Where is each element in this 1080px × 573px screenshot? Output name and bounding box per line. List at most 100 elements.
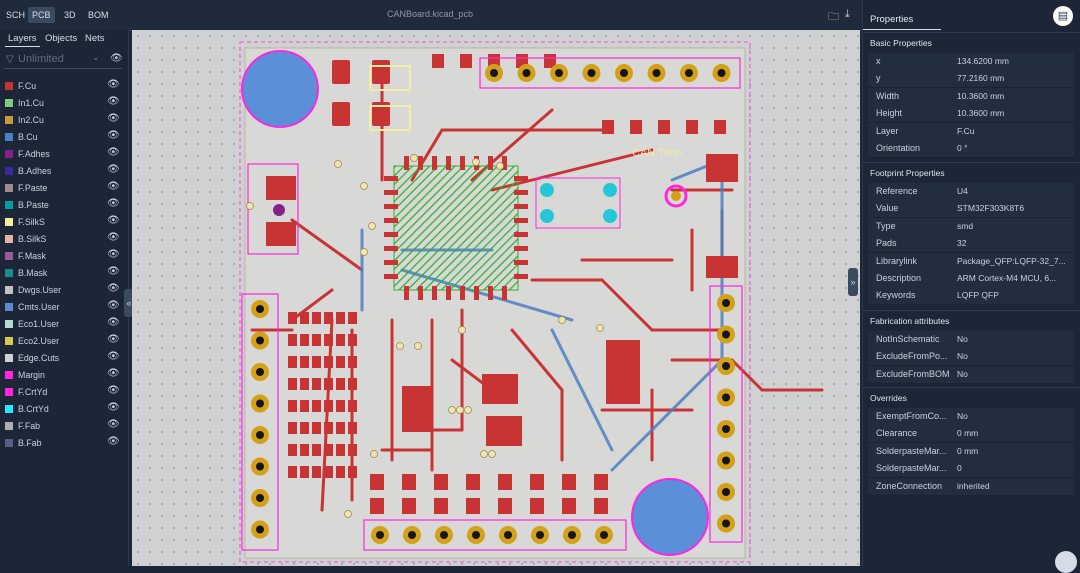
chevron-down-icon[interactable]: ⌄ [92,52,100,62]
mode-tab-bom[interactable]: BOM [88,10,109,20]
property-value[interactable]: F.Cu [957,125,975,136]
eye-icon[interactable]: 👁 [107,96,120,107]
layer-row-b-paste[interactable]: B.Paste👁 [0,197,128,214]
chat-icon[interactable]: ▤ [1053,6,1073,26]
mode-tab-pcb[interactable]: PCB [28,7,55,23]
layer-row-b-mask[interactable]: B.Mask👁 [0,265,128,282]
eye-icon[interactable]: 👁 [107,198,120,209]
mode-tab-sch[interactable]: SCH [6,10,26,20]
property-value[interactable]: 0 [957,463,962,474]
eye-icon[interactable]: 👁 [107,266,120,277]
property-value[interactable]: No [957,334,968,344]
property-value[interactable]: ARM Cortex-M4 MCU, 6... [957,273,1057,283]
eye-icon[interactable]: 👁 [107,147,120,158]
property-value[interactable]: No [957,351,968,362]
property-value[interactable]: No [957,411,968,421]
mode-tab-3d[interactable]: 3D [64,10,76,20]
pcb-canvas[interactable]: CAN Term [132,30,860,566]
pcb-board[interactable]: CAN Term [132,30,860,566]
property-value[interactable]: 134.6200 mm [957,56,1009,66]
property-row[interactable]: ExcludeFromPo...No [868,348,1074,367]
layer-filter[interactable]: ▽ Unlimited ⌄ 👁 [4,52,123,69]
layer-row-b-fab[interactable]: B.Fab👁 [0,435,128,452]
layer-row-in1-cu[interactable]: In1.Cu👁 [0,95,128,112]
eye-icon[interactable]: 👁 [107,130,120,141]
collapse-left-panel-button[interactable]: « [124,289,134,317]
layer-row-f-crtyd[interactable]: F.CrtYd👁 [0,384,128,401]
property-value[interactable]: 77.2160 mm [957,73,1005,84]
layer-row-f-cu[interactable]: F.Cu👁 [0,78,128,95]
layer-row-b-silks[interactable]: B.SilkS👁 [0,231,128,248]
property-value[interactable]: 32 [957,238,967,249]
layer-row-f-adhes[interactable]: F.Adhes👁 [0,146,128,163]
layer-row-cmts-user[interactable]: Cmts.User👁 [0,299,128,316]
eye-icon[interactable]: 👁 [107,79,120,90]
eye-icon[interactable]: 👁 [107,164,120,175]
tab-nets[interactable]: Nets [85,33,105,44]
layer-row-b-adhes[interactable]: B.Adhes👁 [0,163,128,180]
eye-icon[interactable]: 👁 [110,53,123,64]
tab-objects[interactable]: Objects [45,33,78,44]
layer-row-dwgs-user[interactable]: Dwgs.User👁 [0,282,128,299]
eye-icon[interactable]: 👁 [107,402,120,413]
eye-icon[interactable]: 👁 [107,351,120,362]
eye-icon[interactable]: 👁 [107,368,120,379]
collapse-right-panel-button[interactable]: » [848,268,858,296]
layer-row-edge-cuts[interactable]: Edge.Cuts👁 [0,350,128,367]
property-value[interactable]: Package_QFP:LQFP-32_7... [957,255,1066,266]
eye-icon[interactable]: 👁 [107,215,120,226]
property-row[interactable]: SolderpasteMar...0 mm [868,442,1074,461]
property-value[interactable]: U4 [957,186,968,196]
eye-icon[interactable]: 👁 [107,419,120,430]
layer-row-f-paste[interactable]: F.Paste👁 [0,180,128,197]
eye-icon[interactable]: 👁 [107,232,120,243]
property-value[interactable]: STM32F303K8T6 [957,203,1025,214]
property-value[interactable]: No [957,368,968,379]
layer-row-f-silks[interactable]: F.SilkS👁 [0,214,128,231]
layer-row-f-mask[interactable]: F.Mask👁 [0,248,128,265]
folder-icon[interactable]: 🗀 [828,11,839,23]
download-icon[interactable]: ⤓ [845,8,850,20]
property-value[interactable]: 0 mm [957,428,979,439]
layer-row-margin[interactable]: Margin👁 [0,367,128,384]
layer-row-b-cu[interactable]: B.Cu👁 [0,129,128,146]
assistant-button[interactable] [1055,551,1077,573]
property-value[interactable]: smd [957,220,974,231]
property-row[interactable]: SolderpasteMar...0 [868,460,1074,479]
property-value[interactable]: LQFP QFP [957,290,999,301]
property-value[interactable]: 10.3600 mm [957,108,1005,119]
eye-icon[interactable]: 👁 [107,317,120,328]
eye-icon[interactable]: 👁 [107,300,120,311]
eye-icon[interactable]: 👁 [107,249,120,260]
property-value[interactable]: 0 mm [957,445,979,456]
layer-filter-value[interactable]: Unlimited [18,53,64,65]
property-row[interactable]: ExemptFromCo...No [868,408,1074,426]
properties-title[interactable]: Properties [870,14,914,25]
property-value[interactable]: inherited [957,480,990,491]
eye-icon[interactable]: 👁 [107,385,120,396]
property-value[interactable]: 0 ° [957,143,968,153]
eye-icon[interactable]: 👁 [107,113,120,124]
layer-row-b-crtyd[interactable]: B.CrtYd👁 [0,401,128,418]
property-value[interactable]: 10.3600 mm [957,90,1005,101]
layer-row-eco1-user[interactable]: Eco1.User👁 [0,316,128,333]
eye-icon[interactable]: 👁 [107,283,120,294]
layer-row-f-fab[interactable]: F.Fab👁 [0,418,128,435]
layer-row-in2-cu[interactable]: In2.Cu👁 [0,112,128,129]
